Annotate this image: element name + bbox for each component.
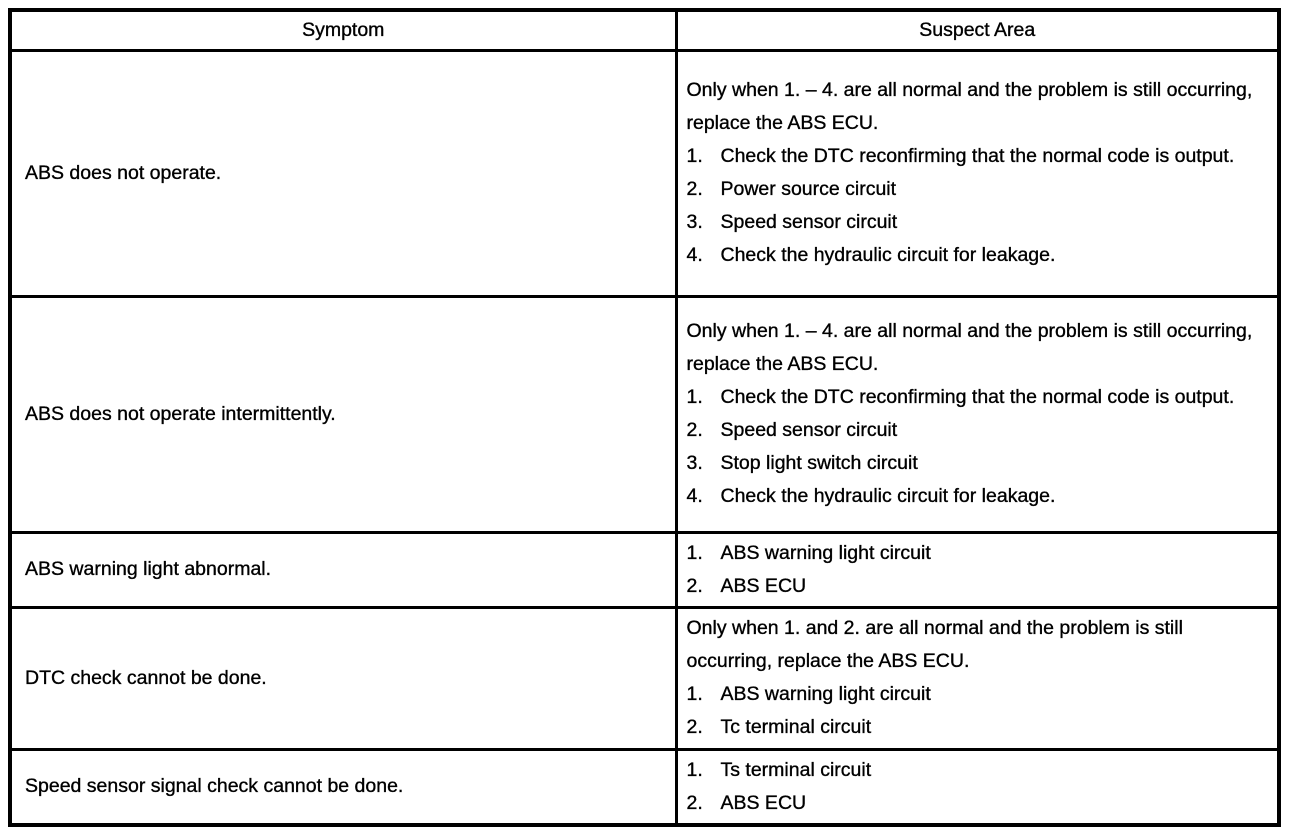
item-text: ABS warning light circuit <box>720 683 931 705</box>
item-number: 1. <box>686 683 703 705</box>
column-header-symptom: Symptom <box>8 8 678 52</box>
suspect-item: 3. Speed sensor circuit <box>686 206 1272 239</box>
suspect-item: 1. Check the DTC reconfirming that the n… <box>686 140 1272 173</box>
suspect-intro: Only when 1. and 2. are all normal and t… <box>686 617 1183 672</box>
suspect-item: 1. Check the DTC reconfirming that the n… <box>686 381 1272 414</box>
suspect-area-cell: Only when 1. – 4. are all normal and the… <box>674 48 1281 298</box>
symptom-suspect-table: Symptom Suspect Area ABS does not operat… <box>8 8 1281 827</box>
item-number: 1. <box>686 541 703 564</box>
symptom-cell: ABS does not operate intermittently. <box>8 294 678 534</box>
suspect-item: 1. Ts terminal circuit <box>686 754 1272 787</box>
item-number: 2. <box>686 574 703 597</box>
item-text: Check the hydraulic circuit for leakage. <box>720 244 1056 266</box>
table-row-warning-light-abnormal: ABS warning light abnormal. 1. ABS warni… <box>8 530 1281 609</box>
symptom-cell: DTC check cannot be done. <box>8 605 678 751</box>
item-number: 2. <box>686 791 703 814</box>
item-number: 2. <box>686 178 703 200</box>
table-header-row: Symptom Suspect Area <box>8 8 1281 52</box>
suspect-item: 4. Check the hydraulic circuit for leaka… <box>686 480 1272 513</box>
suspect-item: 2. ABS ECU <box>686 570 1272 603</box>
suspect-area-cell: Only when 1. – 4. are all normal and the… <box>674 294 1281 534</box>
suspect-area-cell: 1. Ts terminal circuit 2. ABS ECU <box>674 747 1281 827</box>
table-row-speed-sensor-check: Speed sensor signal check cannot be done… <box>8 747 1281 827</box>
item-text: Check the DTC reconfirming that the norm… <box>720 145 1235 167</box>
symptom-cell: ABS warning light abnormal. <box>8 530 678 609</box>
item-text: Check the DTC reconfirming that the norm… <box>720 386 1235 408</box>
item-text: Ts terminal circuit <box>720 758 872 781</box>
table-row-dtc-check: DTC check cannot be done. Only when 1. a… <box>8 605 1281 751</box>
suspect-item: 4. Check the hydraulic circuit for leaka… <box>686 239 1272 272</box>
item-text: Speed sensor circuit <box>720 211 898 233</box>
item-number: 1. <box>686 145 703 167</box>
column-header-suspect-area: Suspect Area <box>674 8 1281 52</box>
suspect-area-cell: Only when 1. and 2. are all normal and t… <box>674 605 1281 751</box>
symptom-cell: Speed sensor signal check cannot be done… <box>8 747 678 827</box>
suspect-item: 2. Power source circuit <box>686 173 1272 206</box>
suspect-item: 2. Speed sensor circuit <box>686 414 1272 447</box>
item-number: 2. <box>686 716 703 738</box>
suspect-item: 1. ABS warning light circuit <box>686 537 1272 570</box>
item-text: Speed sensor circuit <box>720 419 898 441</box>
symptom-cell: ABS does not operate. <box>8 48 678 298</box>
suspect-item: 2. Tc terminal circuit <box>686 711 1272 744</box>
item-number: 1. <box>686 386 703 408</box>
suspect-intro: Only when 1. – 4. are all normal and the… <box>686 320 1253 375</box>
item-number: 3. <box>686 452 703 474</box>
item-number: 4. <box>686 485 703 507</box>
suspect-item: 1. ABS warning light circuit <box>686 678 1272 711</box>
item-text: ABS ECU <box>720 574 807 597</box>
table-row-abs-intermittent: ABS does not operate intermittently. Onl… <box>8 294 1281 534</box>
suspect-item: 2. ABS ECU <box>686 787 1272 820</box>
item-number: 1. <box>686 758 703 781</box>
item-text: Tc terminal circuit <box>720 716 872 738</box>
suspect-item: 3. Stop light switch circuit <box>686 447 1272 480</box>
item-number: 2. <box>686 419 703 441</box>
item-number: 4. <box>686 244 703 266</box>
item-text: Stop light switch circuit <box>720 452 918 474</box>
item-text: Check the hydraulic circuit for leakage. <box>720 485 1056 507</box>
item-text: ABS ECU <box>720 791 807 814</box>
item-text: Power source circuit <box>720 178 897 200</box>
item-number: 3. <box>686 211 703 233</box>
suspect-area-cell: 1. ABS warning light circuit 2. ABS ECU <box>674 530 1281 609</box>
item-text: ABS warning light circuit <box>720 541 931 564</box>
table-row-abs-does-not-operate: ABS does not operate. Only when 1. – 4. … <box>8 48 1281 298</box>
suspect-intro: Only when 1. – 4. are all normal and the… <box>686 79 1253 134</box>
